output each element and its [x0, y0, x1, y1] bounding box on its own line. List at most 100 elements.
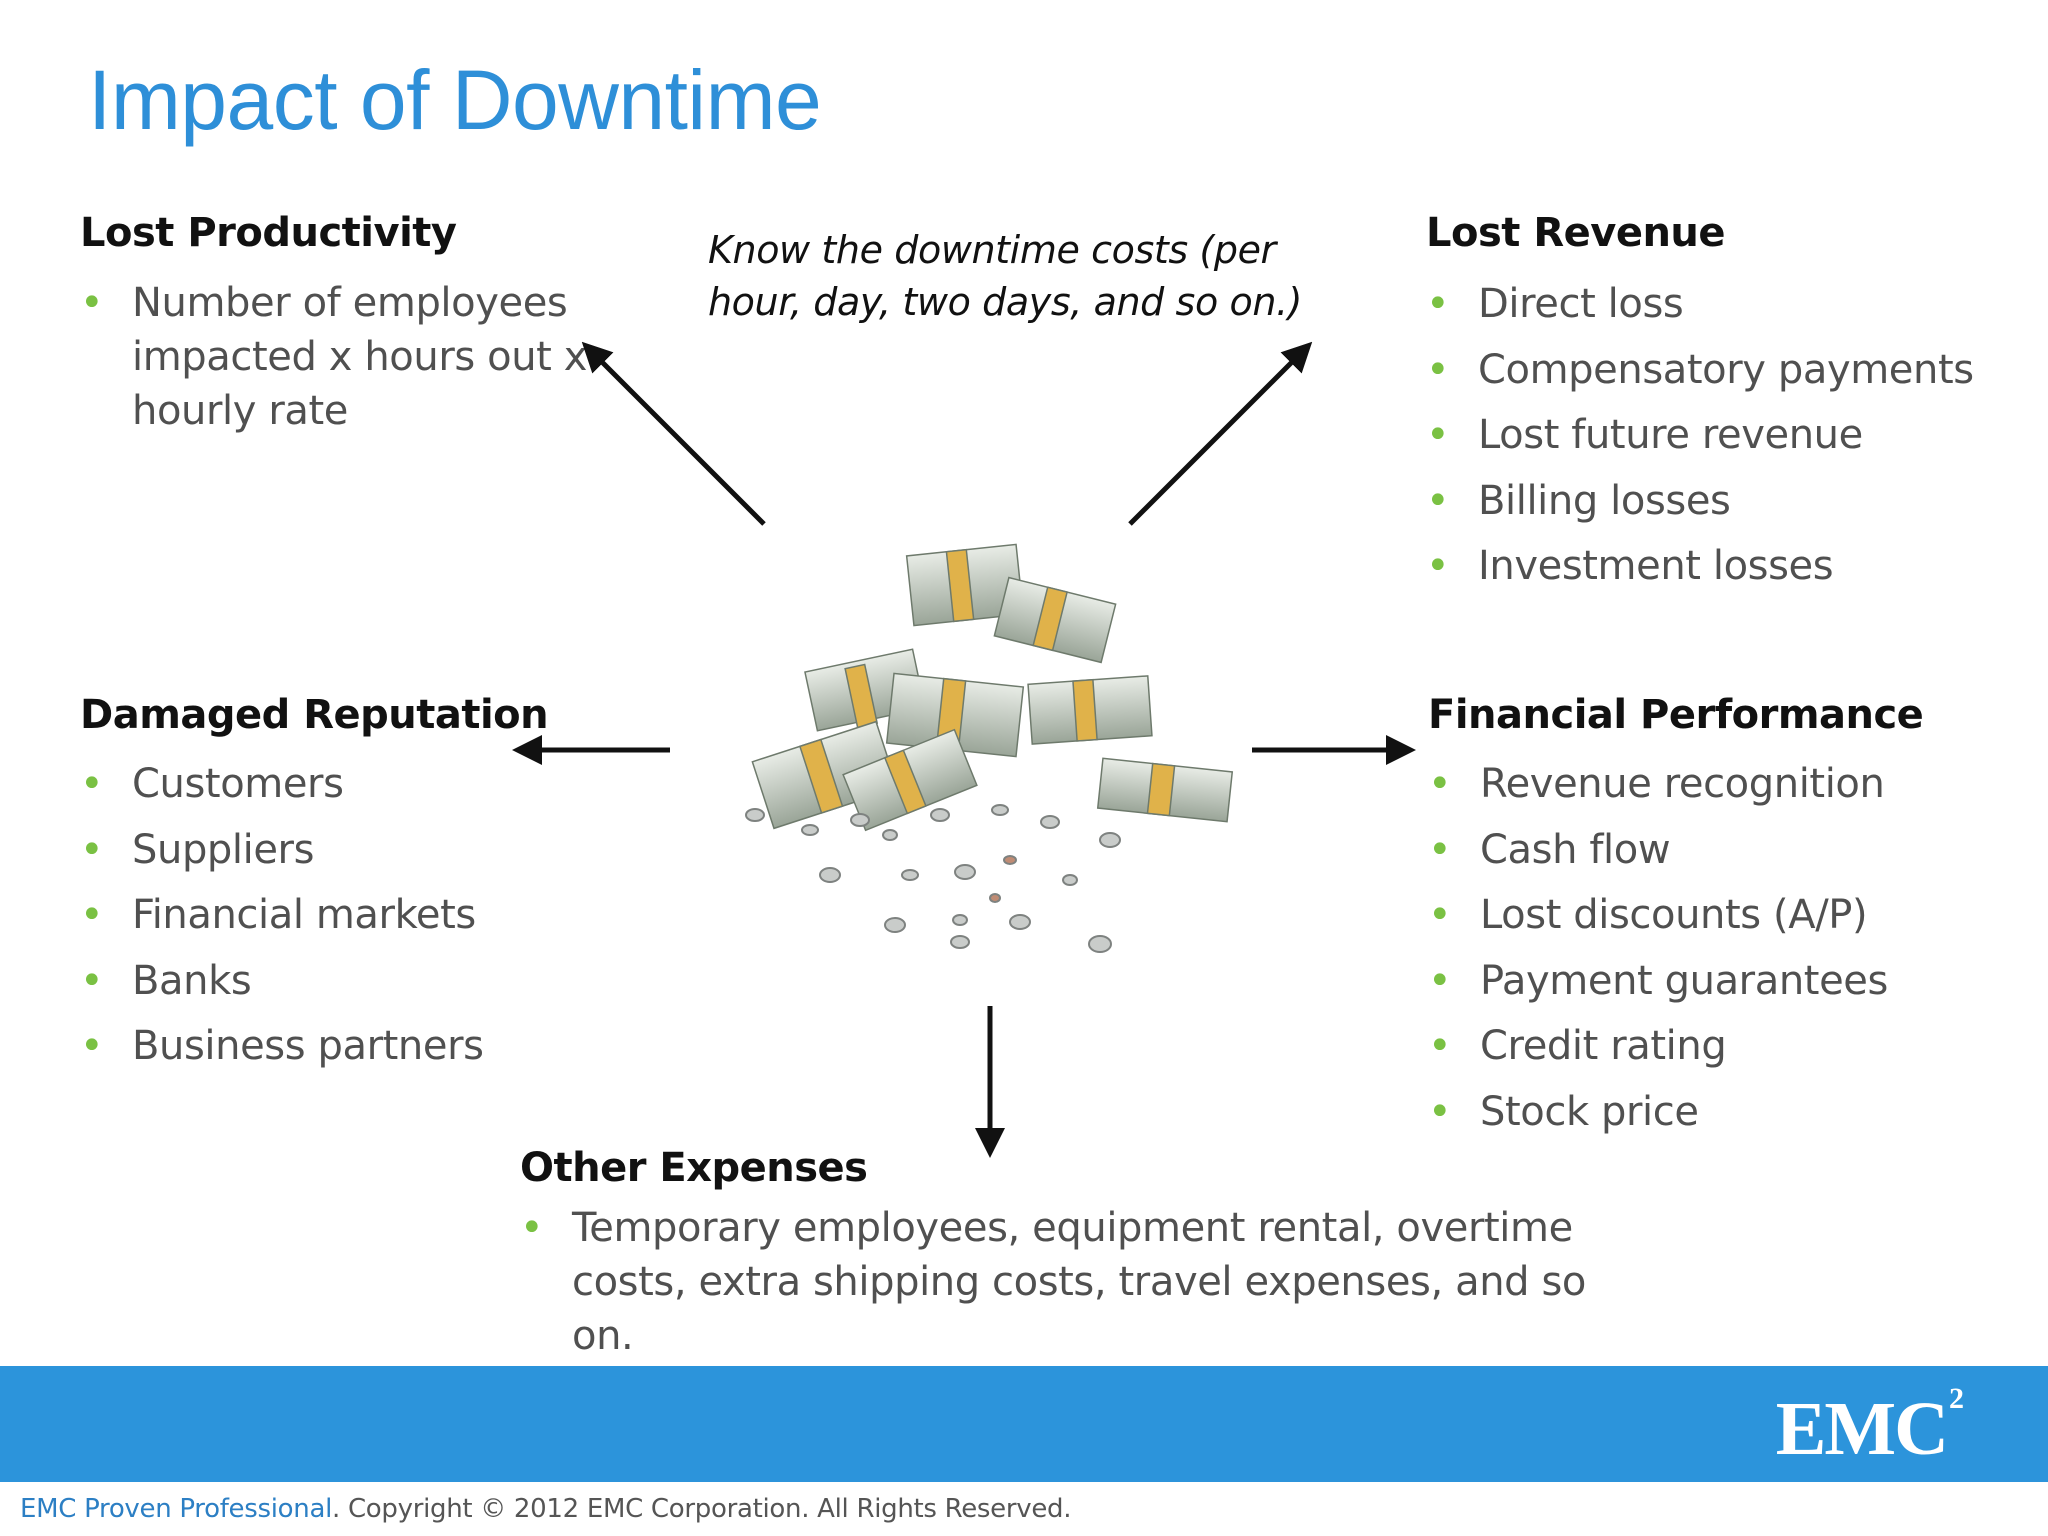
coins — [745, 804, 1121, 953]
bullet-icon: • — [1428, 892, 1452, 938]
list-item-text: Revenue recognition — [1480, 761, 1885, 807]
list-item: • Payment guarantees — [1428, 949, 2028, 1015]
bullet-icon: • — [1428, 957, 1452, 1004]
coin — [1009, 914, 1031, 930]
money-stack — [885, 672, 1025, 758]
coin — [801, 824, 819, 836]
money-stack — [905, 543, 1025, 627]
bullet-icon: • — [80, 280, 104, 326]
list-item: • Business partners — [80, 1014, 580, 1080]
coin — [989, 893, 1001, 903]
money-stack — [993, 576, 1117, 664]
coin — [1040, 815, 1060, 829]
damaged-reputation-heading: Damaged Reputation — [80, 692, 549, 738]
list-item: • Temporary employees, equipment rental, … — [520, 1201, 1632, 1363]
financial-performance-heading: Financial Performance — [1428, 692, 1924, 738]
arrow-icon-up-left — [581, 341, 766, 526]
other-expenses-heading: Other Expenses — [520, 1145, 868, 1191]
list-item-text: Temporary employees, equipment rental, o… — [572, 1205, 1586, 1359]
coin — [952, 914, 968, 926]
lost-productivity-heading: Lost Productivity — [80, 210, 457, 256]
lost-revenue-list: • Direct loss • Compensatory payments • Los… — [1426, 272, 2026, 600]
damaged-reputation-list: • Customers • Suppliers • Financial markets… — [80, 752, 580, 1080]
bullet-icon: • — [80, 826, 104, 873]
list-item: • Banks — [80, 949, 580, 1015]
money-stack — [751, 720, 899, 830]
money-pile-icon — [745, 543, 1234, 953]
lost-productivity-list: •Number of employees impacted x hours ou… — [80, 276, 600, 438]
bullet-icon: • — [1426, 477, 1450, 524]
logo-superscript: 2 — [1949, 1382, 1964, 1415]
list-item-text: Financial markets — [132, 892, 476, 938]
callout-text: Know the downtime costs (per hour, day, … — [708, 228, 1303, 324]
list-item-text: Payment guarantees — [1480, 957, 1888, 1004]
lost-productivity-section: Lost Productivity •Number of employees i… — [80, 210, 600, 438]
list-item-text: Customers — [132, 761, 344, 807]
coin — [1088, 935, 1112, 953]
list-item-text: Suppliers — [132, 826, 315, 873]
money-stack — [842, 728, 978, 832]
list-item-text: Billing losses — [1478, 477, 1731, 524]
list-item-text: Investment losses — [1478, 543, 1834, 589]
list-item-text: Lost discounts (A/P) — [1480, 892, 1868, 938]
coin — [930, 808, 950, 822]
bullet-icon: • — [1428, 761, 1452, 807]
bullet-icon: • — [80, 892, 104, 938]
other-expenses-section: Other Expenses • Temporary employees, equ… — [520, 1145, 1720, 1363]
list-item: • Stock price — [1428, 1080, 2028, 1146]
list-item-text: Lost future revenue — [1478, 412, 1863, 458]
list-item: • Direct loss — [1426, 272, 2026, 338]
coin — [950, 935, 970, 949]
bullet-icon: • — [1426, 543, 1450, 589]
coin — [819, 867, 841, 883]
financial-performance-section: Financial Performance • Revenue recogniti… — [1428, 692, 2028, 1145]
list-item-text: Business partners — [132, 1023, 484, 1069]
slide-title: Impact of Downtime — [88, 53, 822, 147]
list-item-text: Direct loss — [1478, 281, 1684, 327]
bullet-icon: • — [1428, 826, 1452, 873]
lost-revenue-section: Lost Revenue • Direct loss • Compensatory … — [1426, 210, 2026, 600]
lost-revenue-heading: Lost Revenue — [1426, 210, 1726, 256]
list-item: • Lost future revenue — [1426, 403, 2026, 469]
copyright-text: . Copyright © 2012 EMC Corporation. All … — [332, 1494, 1072, 1524]
list-item: • Lost discounts (A/P) — [1428, 883, 2028, 949]
bullet-icon: • — [80, 957, 104, 1004]
bullet-icon: • — [1426, 346, 1450, 393]
footer-band: EMC2 — [0, 1366, 2048, 1482]
coin — [882, 829, 898, 841]
list-item: • Investment losses — [1426, 534, 2026, 600]
brand-name: EMC Proven Professional — [20, 1494, 333, 1524]
bullet-icon: • — [80, 761, 104, 807]
coin — [1062, 874, 1078, 886]
copyright-footer: EMC Proven Professional. Copyright © 201… — [20, 1494, 1072, 1524]
financial-performance-list: • Revenue recognition • Cash flow • Lost di… — [1428, 752, 2028, 1145]
list-item: • Customers — [80, 752, 580, 818]
bullet-icon: • — [1426, 412, 1450, 458]
list-item-text: Compensatory payments — [1478, 346, 1974, 393]
arrows-diagram — [512, 341, 1416, 1158]
damaged-reputation-section: Damaged Reputation • Customers • Suppliers… — [80, 692, 580, 1080]
list-item: • Financial markets — [80, 883, 580, 949]
list-item: • Revenue recognition — [1428, 752, 2028, 818]
emc-logo: EMC2 — [1775, 1382, 1964, 1473]
coin — [1003, 855, 1017, 865]
coin — [850, 813, 870, 827]
bullet-icon: • — [1426, 281, 1450, 327]
arrow-icon-up-right — [1128, 341, 1313, 526]
money-stack — [1027, 675, 1153, 745]
list-item-text: Credit rating — [1480, 1023, 1727, 1069]
bullet-icon: • — [520, 1205, 544, 1251]
list-item: • Suppliers — [80, 818, 580, 884]
coin — [901, 869, 919, 881]
coin — [991, 804, 1009, 816]
list-item-text: Banks — [132, 957, 252, 1004]
coin — [954, 864, 976, 880]
list-item-text: Stock price — [1480, 1088, 1699, 1135]
list-item: • Cash flow — [1428, 818, 2028, 884]
coin — [884, 917, 906, 933]
list-item-text: Cash flow — [1480, 826, 1671, 873]
bullet-icon: • — [1428, 1023, 1452, 1069]
bullet-icon: • — [1428, 1088, 1452, 1135]
logo-text: EMC — [1775, 1387, 1949, 1471]
bullet-icon: • — [80, 1023, 104, 1069]
